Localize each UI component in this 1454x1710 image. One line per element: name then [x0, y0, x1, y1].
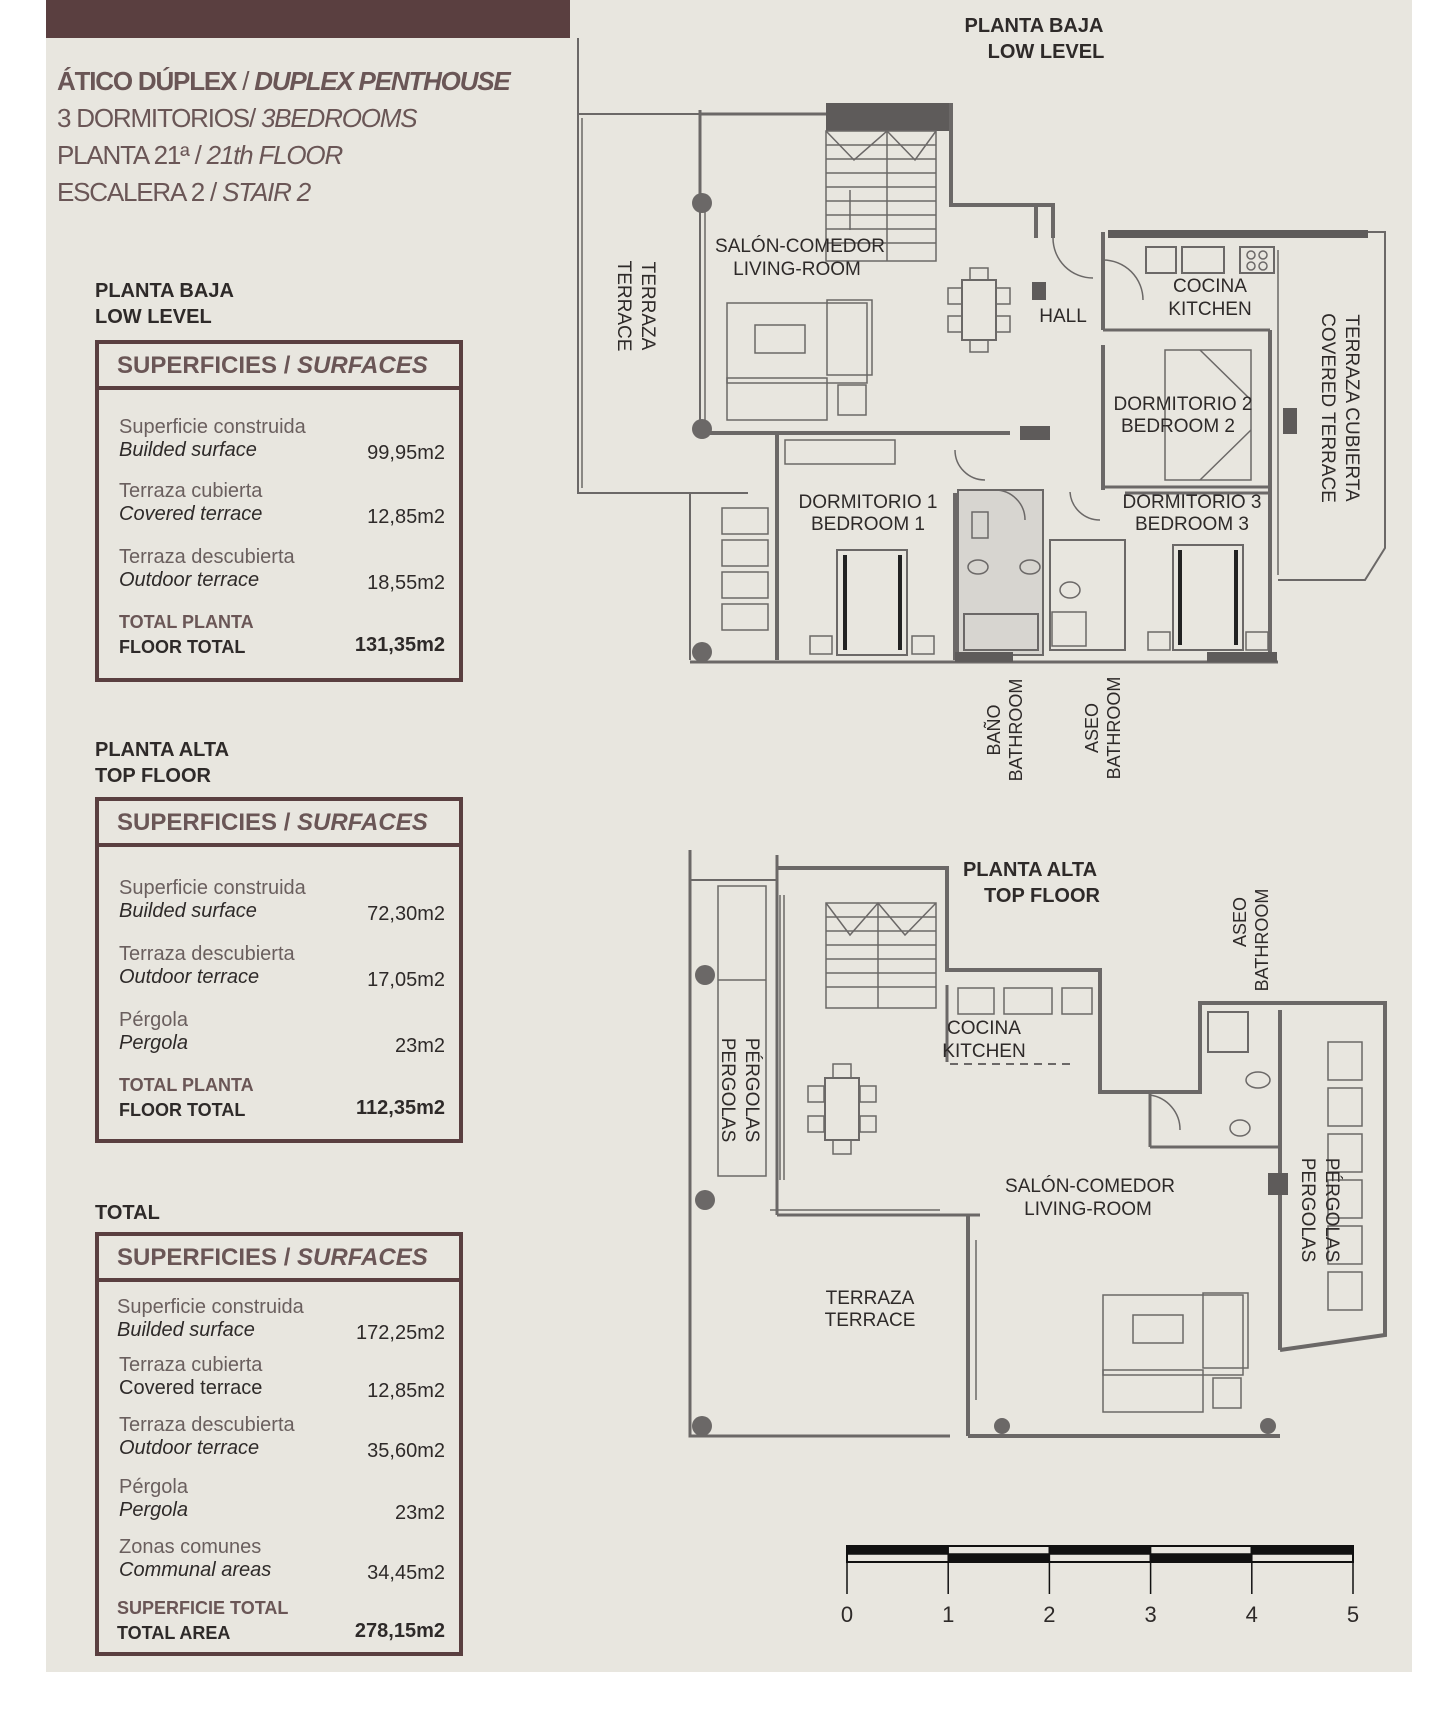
- table-header: SUPERFICIES / SURFACES: [99, 1236, 459, 1282]
- scale-tick-label: 4: [1246, 1602, 1258, 1627]
- low-level-plan: [577, 38, 1386, 664]
- label-bed3-es: DORMITORIO 3: [1123, 492, 1262, 513]
- covered-terrace-outline: [1278, 231, 1386, 581]
- scale-tick-label: 5: [1347, 1602, 1359, 1627]
- label-pergolas-right-es: PÉRGOLAS: [1321, 1158, 1342, 1263]
- title-stair: ESCALERA 2 / STAIR 2: [57, 177, 311, 207]
- label-terrace-low-es: TERRAZA: [637, 262, 658, 351]
- label-kitchen-low-en: KITCHEN: [1168, 299, 1251, 320]
- low-level-surfaces-table: SUPERFICIES / SURFACES Superficie constr…: [95, 340, 463, 682]
- label-bed2-en: BEDROOM 2: [1121, 416, 1235, 437]
- label-living-low-en: LIVING-ROOM: [733, 259, 861, 280]
- label-covered-es: TERRAZA CUBIERTA: [1341, 314, 1362, 502]
- label-living-top-en: LIVING-ROOM: [1024, 1199, 1152, 1220]
- label-bath-es: BAÑO: [983, 704, 1004, 755]
- label-aseo-top-en: BATHROOM: [1252, 889, 1272, 992]
- terrace-outline: [577, 38, 748, 494]
- label-hall: HALL: [1039, 306, 1087, 327]
- label-aseo-top-es: ASEO: [1230, 897, 1250, 947]
- title-unit-type: ÁTICO DÚPLEX / DUPLEX PENTHOUSE: [57, 66, 511, 96]
- label-aseo-low-en: BATHROOM: [1104, 677, 1124, 780]
- label-bed3-en: BEDROOM 3: [1135, 514, 1249, 535]
- title-floor: PLANTA 21ª / 21th FLOOR: [57, 140, 343, 170]
- label-living-top-es: SALÓN-COMEDOR: [1005, 1175, 1175, 1197]
- label-kitchen-top-en: KITCHEN: [942, 1041, 1025, 1062]
- label-terrace-top-en: TERRACE: [825, 1310, 916, 1331]
- header-bar: [46, 0, 570, 38]
- stairs-low: [825, 129, 937, 262]
- top-floor-plan: [688, 850, 1387, 1438]
- label-covered-en: COVERED TERRACE: [1317, 313, 1338, 503]
- label-bed1-en: BEDROOM 1: [811, 514, 925, 535]
- label-pergolas-right-en: PERGOLAS: [1297, 1158, 1318, 1263]
- scale-bar: [846, 1545, 1354, 1594]
- top-floor-surfaces-table: SUPERFICIES / SURFACES Superficie constr…: [95, 797, 463, 1143]
- plan-top-title-es: PLANTA ALTA: [963, 859, 1097, 881]
- label-pergolas-left-es: PÉRGOLAS: [741, 1038, 762, 1143]
- label-terrace-low-en: TERRACE: [613, 261, 634, 352]
- plan-low-title-es: PLANTA BAJA: [965, 15, 1104, 37]
- scale-tick-label: 2: [1043, 1602, 1055, 1627]
- scale-tick-label: 1: [942, 1602, 954, 1627]
- table-header: SUPERFICIES / SURFACES: [99, 801, 459, 847]
- label-bath-en: BATHROOM: [1006, 679, 1026, 782]
- label-kitchen-low-es: COCINA: [1173, 276, 1247, 297]
- scale-tick-label: 0: [841, 1602, 853, 1627]
- label-bed2-es: DORMITORIO 2: [1114, 394, 1253, 415]
- stairs-top: [825, 901, 937, 1009]
- plan-top-title-en: TOP FLOOR: [984, 885, 1100, 907]
- plan-low-title-en: LOW LEVEL: [988, 41, 1105, 63]
- title-bedrooms: 3 DORMITORIOS/ 3BEDROOMS: [57, 103, 418, 133]
- label-living-low-es: SALÓN-COMEDOR: [715, 235, 885, 257]
- total-surfaces-table: SUPERFICIES / SURFACES Superficie constr…: [95, 1232, 463, 1656]
- scale-tick-label: 3: [1144, 1602, 1156, 1627]
- table-header: SUPERFICIES / SURFACES: [99, 344, 459, 390]
- label-aseo-low-es: ASEO: [1082, 703, 1102, 753]
- total-section-label: TOTAL: [95, 1202, 160, 1224]
- label-terrace-top-es: TERRAZA: [826, 1288, 915, 1309]
- label-kitchen-top-es: COCINA: [947, 1018, 1021, 1039]
- label-pergolas-left-en: PERGOLAS: [717, 1038, 738, 1143]
- label-bed1-es: DORMITORIO 1: [799, 492, 938, 513]
